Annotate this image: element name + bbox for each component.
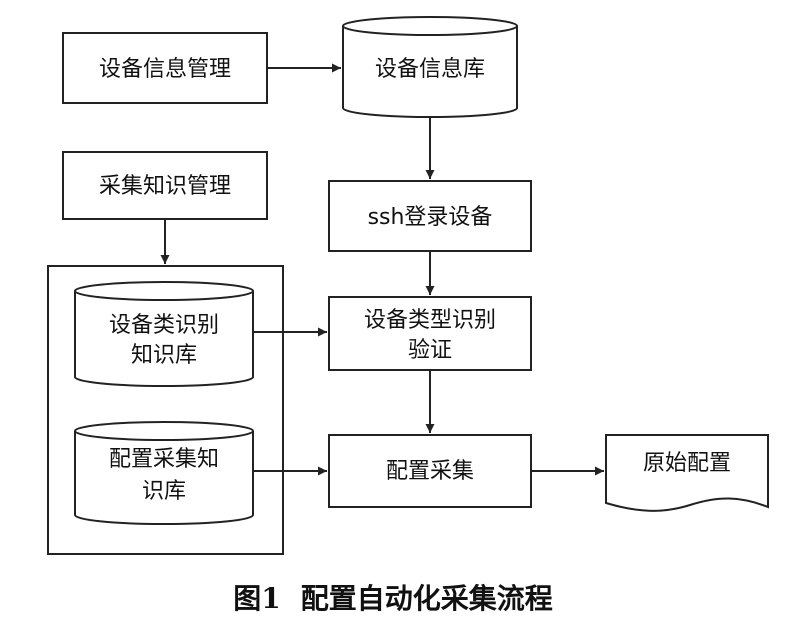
figure-caption: 图1 配置自动化采集流程 [233,582,553,615]
node-device-info-management: 设备信息管理 [62,32,268,104]
node-device-info-database: 设备信息库 [342,16,518,118]
node-raw-config-label: 原始配置 [643,451,731,476]
node-device-info-database-label: 设备信息库 [375,57,485,82]
node-device-type-verify-label-line1: 设备类型识别 [364,308,496,333]
figure-title: 配置自动化采集流程 [301,582,553,615]
node-device-class-knowledge-base: 设备类识别 知识库 [74,281,254,387]
node-collect-knowledge-management: 采集知识管理 [62,151,268,220]
node-config-collect-knowledge-base-label-line2: 识库 [142,479,186,504]
node-device-type-verify-label-line2: 验证 [408,338,452,363]
node-config-collect-knowledge-base-label-line1: 配置采集知 [109,447,219,472]
node-config-collect-label: 配置采集 [386,459,474,484]
node-collect-knowledge-management-label: 采集知识管理 [99,174,231,199]
node-config-collect-knowledge-base: 配置采集知 识库 [74,421,254,525]
node-device-type-verify: 设备类型识别 验证 [328,296,532,371]
node-ssh-login-label: ssh登录设备 [368,205,493,230]
node-raw-config: 原始配置 [605,434,769,512]
node-device-class-knowledge-base-label-line1: 设备类识别 [109,313,219,338]
node-ssh-login: ssh登录设备 [328,180,532,252]
node-config-collect: 配置采集 [328,434,532,508]
figure-number: 图1 [233,582,280,615]
node-device-info-management-label: 设备信息管理 [99,57,231,82]
node-device-class-knowledge-base-label-line2: 知识库 [131,343,197,368]
